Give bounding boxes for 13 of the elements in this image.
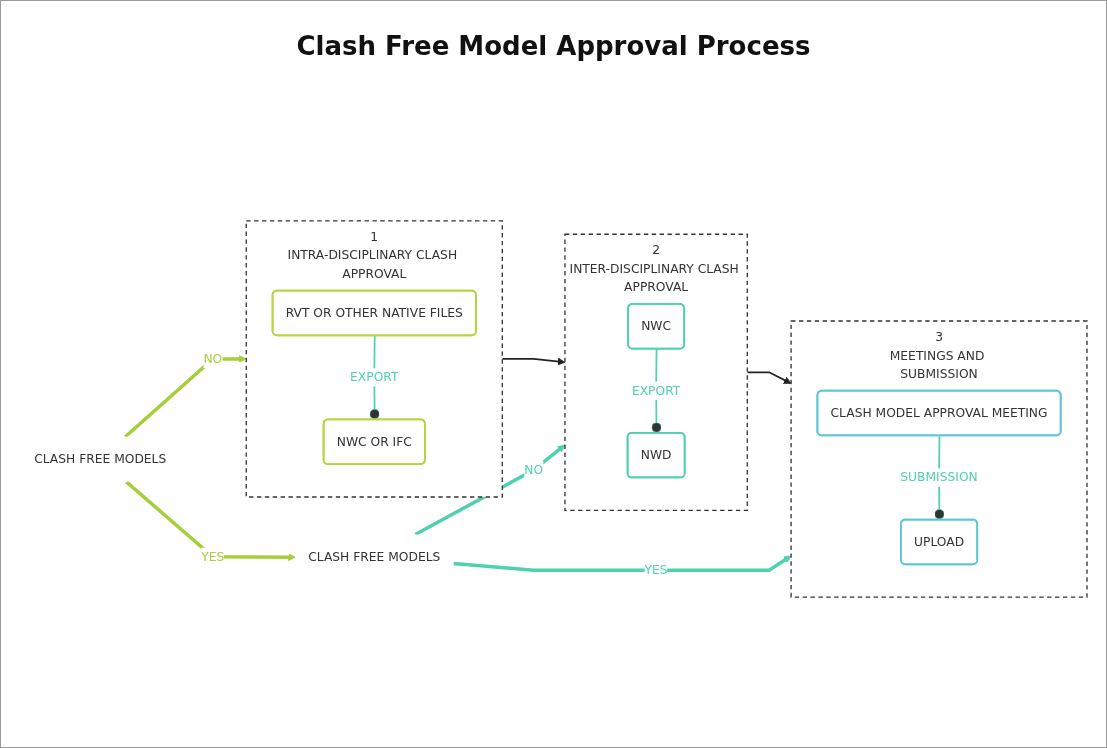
diagram-title: Clash Free Model Approval Process — [296, 31, 811, 61]
arrow — [124, 480, 296, 562]
arrow — [413, 444, 565, 536]
edge-label: NO — [523, 462, 543, 477]
edge-label: SUBMISSION — [899, 470, 978, 485]
arrow — [452, 555, 791, 572]
edge-label: YES — [200, 549, 224, 564]
edge-label: EXPORT — [349, 369, 398, 384]
node-text: CLASH FREE MODELS — [33, 451, 166, 466]
edge-label: EXPORT — [631, 383, 680, 398]
edge-label: YES — [644, 562, 668, 577]
edge-label: NO — [202, 351, 222, 366]
node-text: CLASH FREE MODELS — [307, 549, 440, 564]
